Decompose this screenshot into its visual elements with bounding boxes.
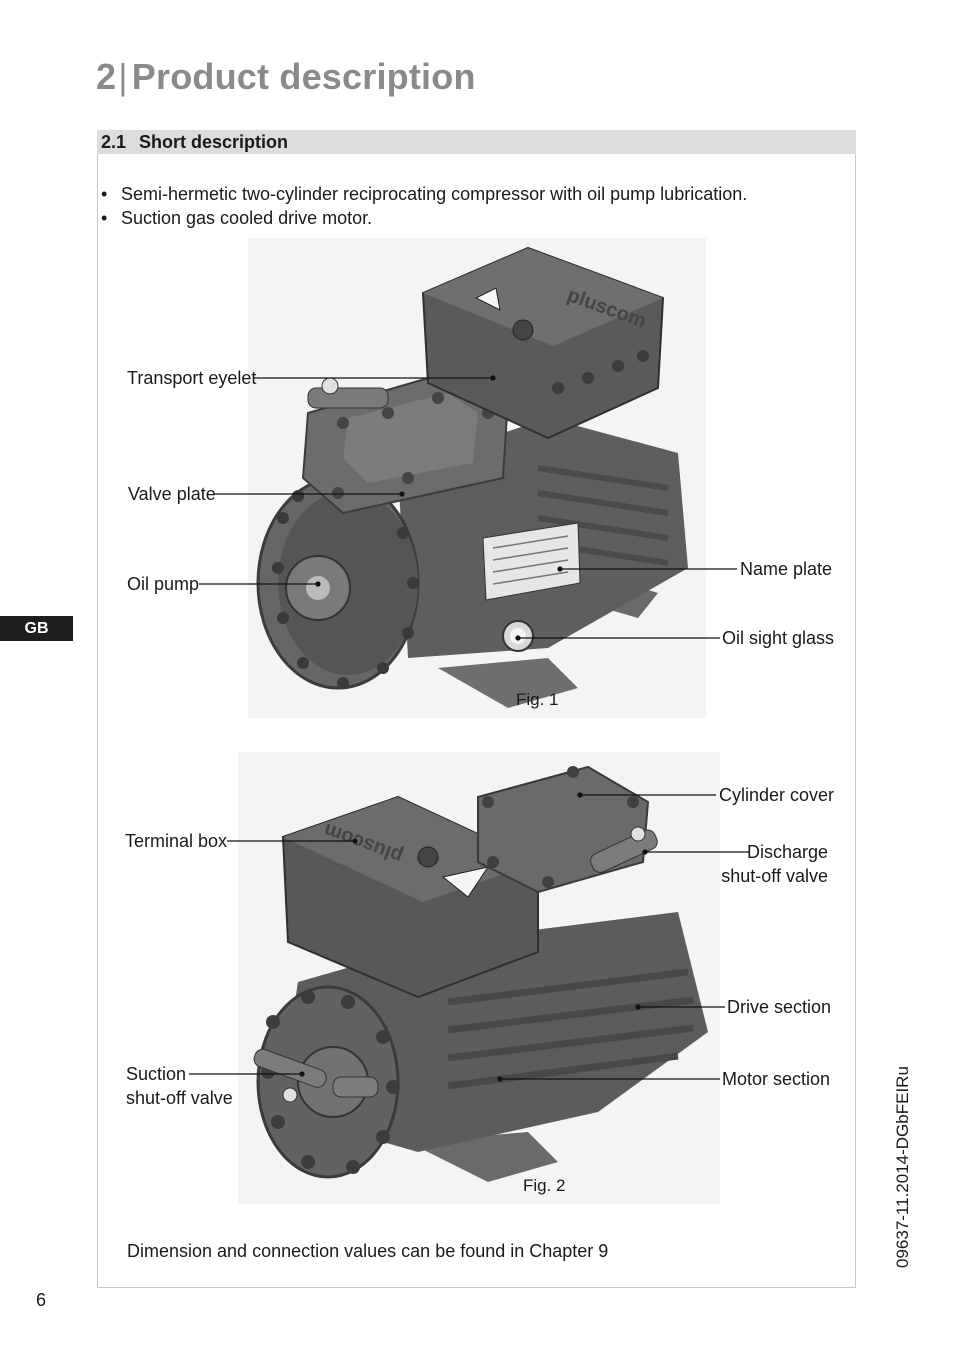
section-number: 2.1 [101,132,127,152]
chapter-title: 2|Product description [96,56,476,98]
label-name-plate: Name plate [740,559,833,579]
figure-1-compressor: pluscom [248,238,706,718]
figure-2-compressor: pluscom [238,752,720,1204]
label-suction-valve: Suction shut-off valve [126,1062,233,1110]
label-cylinder-cover: Cylinder cover [719,785,835,805]
chapter-number: 2 [96,56,117,97]
label-oil-sight-glass: Oil sight glass [722,628,835,648]
section-heading: 2.1 Short description [97,130,856,154]
label-drive-section: Drive section [727,997,832,1017]
page-number: 6 [36,1290,47,1310]
label-suction-line1: Suction [126,1064,187,1084]
bullet-item: Semi-hermetic two-cylinder reciprocating… [101,182,747,206]
label-valve-plate: Valve plate [128,484,216,504]
label-terminal-box: Terminal box [125,831,228,851]
bullet-list: Semi-hermetic two-cylinder reciprocating… [101,182,747,230]
chapter-title-text: Product description [131,56,476,97]
section-title: Short description [139,132,289,152]
label-motor-section: Motor section [722,1069,831,1089]
label-transport-eyelet: Transport eyelet [127,368,257,388]
label-suction-line2: shut-off valve [126,1088,233,1108]
figure-1-caption: Fig. 1 [516,690,559,709]
document-id: 09637-11.2014-DGbFEIRu [893,1066,912,1268]
footer-note: Dimension and connection values can be f… [127,1241,609,1261]
label-discharge-line1: Discharge [746,842,828,862]
label-oil-pump: Oil pump [127,574,200,594]
figure-2-caption: Fig. 2 [523,1176,566,1195]
label-discharge-valve: Discharge shut-off valve [700,840,828,888]
label-discharge-line2: shut-off valve [721,866,828,886]
language-tab: GB [0,616,73,641]
bullet-item: Suction gas cooled drive motor. [101,206,747,230]
chapter-separator: | [118,56,128,97]
